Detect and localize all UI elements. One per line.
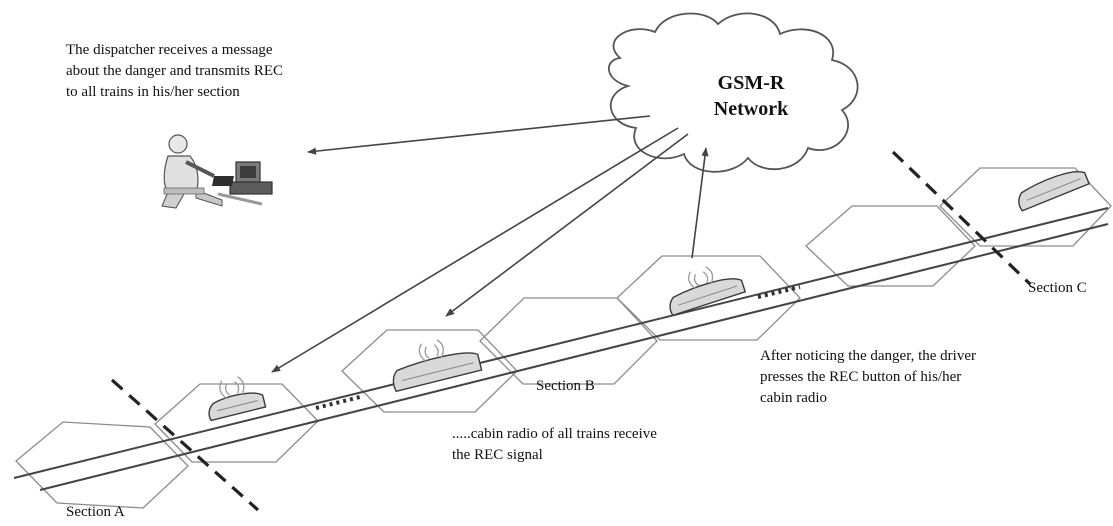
section-boundary-c	[891, 150, 1032, 286]
track-rail-upper	[13, 207, 1109, 479]
train-with-antenna-icon	[392, 339, 483, 393]
arrow-network-to-dispatcher	[307, 115, 651, 155]
dispatcher-workstation-icon	[161, 134, 273, 209]
arrow-network-to-train-b	[445, 133, 689, 317]
cell-hex-5	[616, 255, 801, 341]
cabin-note-line2: the REC signal	[452, 447, 543, 463]
train-with-antenna-icon	[208, 376, 267, 422]
driver-note-line3: cabin radio	[760, 390, 828, 406]
network-title-line1: GSM-R	[717, 72, 785, 94]
cell-hex-6	[805, 205, 976, 287]
section-c-label: Section C	[1028, 280, 1087, 296]
dispatcher-note: The dispatcher receives a message about …	[66, 40, 338, 103]
cabin-note-line1: .....cabin radio of all trains receive	[452, 426, 657, 442]
train-with-antenna-icon	[669, 266, 747, 317]
section-a-label: Section A	[66, 504, 125, 520]
driver-note-line1: After noticing the danger, the driver	[760, 348, 976, 364]
train-icon	[1018, 171, 1091, 212]
network-title: GSM-R Network	[696, 70, 806, 122]
cabin-note: .....cabin radio of all trains receive t…	[452, 424, 772, 466]
arrow-network-to-train-a	[271, 127, 679, 373]
network-title-line2: Network	[713, 98, 789, 120]
driver-note: After noticing the danger, the driver pr…	[760, 346, 1080, 409]
track-gap-bc	[757, 285, 801, 299]
section-b-label: Section B	[536, 378, 595, 394]
arrow-train-to-network	[691, 147, 709, 259]
driver-note-line2: presses the REC button of his/her	[760, 369, 962, 385]
cell-hex-4	[479, 297, 658, 385]
dispatcher-note-line1: The dispatcher receives a message	[66, 42, 273, 58]
track-rail-lower	[39, 223, 1109, 491]
dispatcher-note-line3: to all trains in his/her section	[66, 84, 240, 100]
track-gap-ab	[315, 395, 361, 410]
cell-hex-7	[939, 167, 1112, 247]
cell-hex-1	[15, 421, 189, 509]
section-boundary-a	[110, 378, 260, 512]
dispatcher-note-line2: about the danger and transmits REC	[66, 63, 284, 79]
